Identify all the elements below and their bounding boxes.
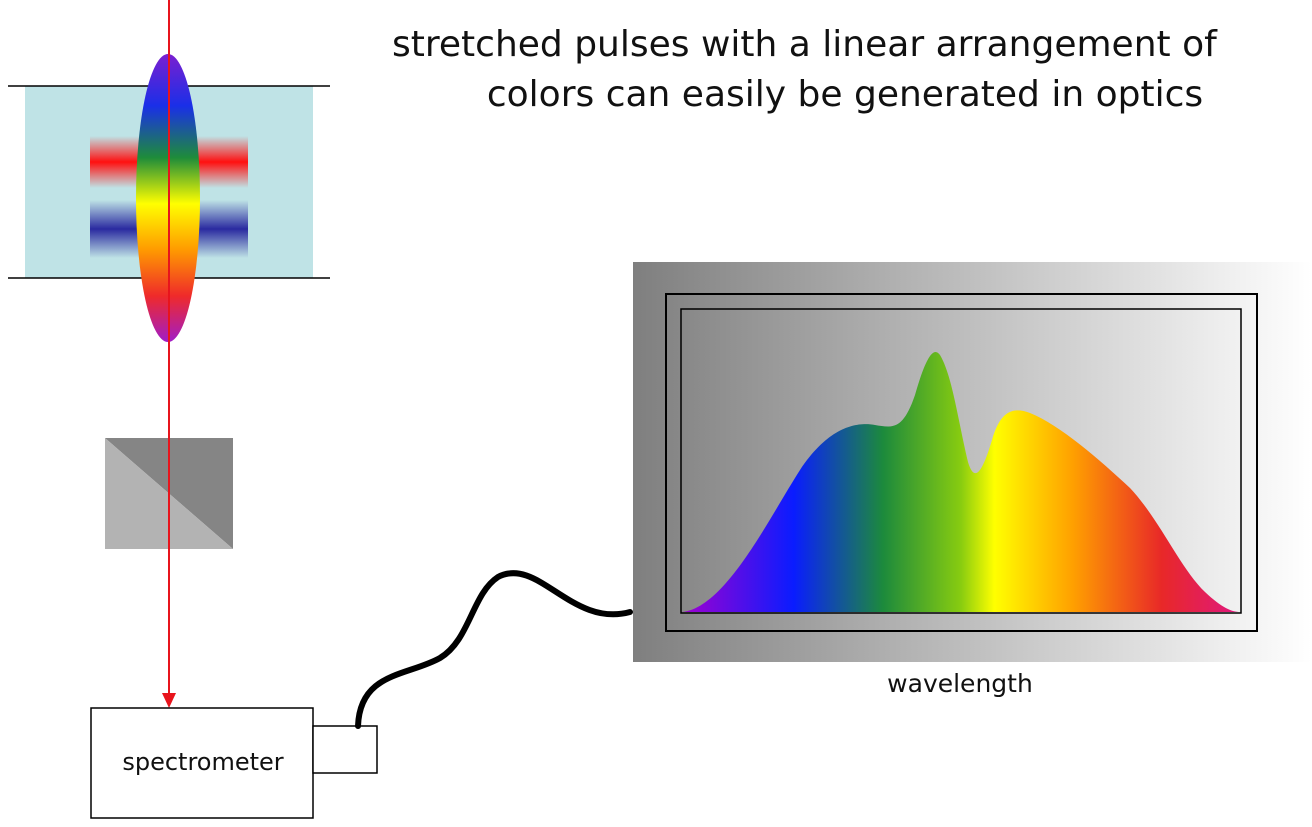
spectrometer-label: spectrometer bbox=[122, 748, 284, 776]
spectrometer-port bbox=[312, 725, 378, 774]
spectrometer-box bbox=[90, 707, 314, 819]
spectrum-display bbox=[633, 262, 1312, 662]
laser-beam bbox=[162, 0, 176, 708]
fiber-cable bbox=[355, 570, 633, 729]
title-line-1: stretched pulses with a linear arrangeme… bbox=[392, 24, 1217, 65]
spectrum-curve bbox=[682, 351, 1240, 612]
beam-arrowhead bbox=[162, 693, 176, 708]
title-line-2: colors can easily be generated in optics bbox=[486, 74, 1204, 115]
spectrometer bbox=[90, 707, 378, 819]
wavelength-axis-label: wavelength bbox=[887, 669, 1033, 698]
display-inner-frame bbox=[680, 308, 1242, 614]
display-outer-frame bbox=[665, 293, 1258, 632]
